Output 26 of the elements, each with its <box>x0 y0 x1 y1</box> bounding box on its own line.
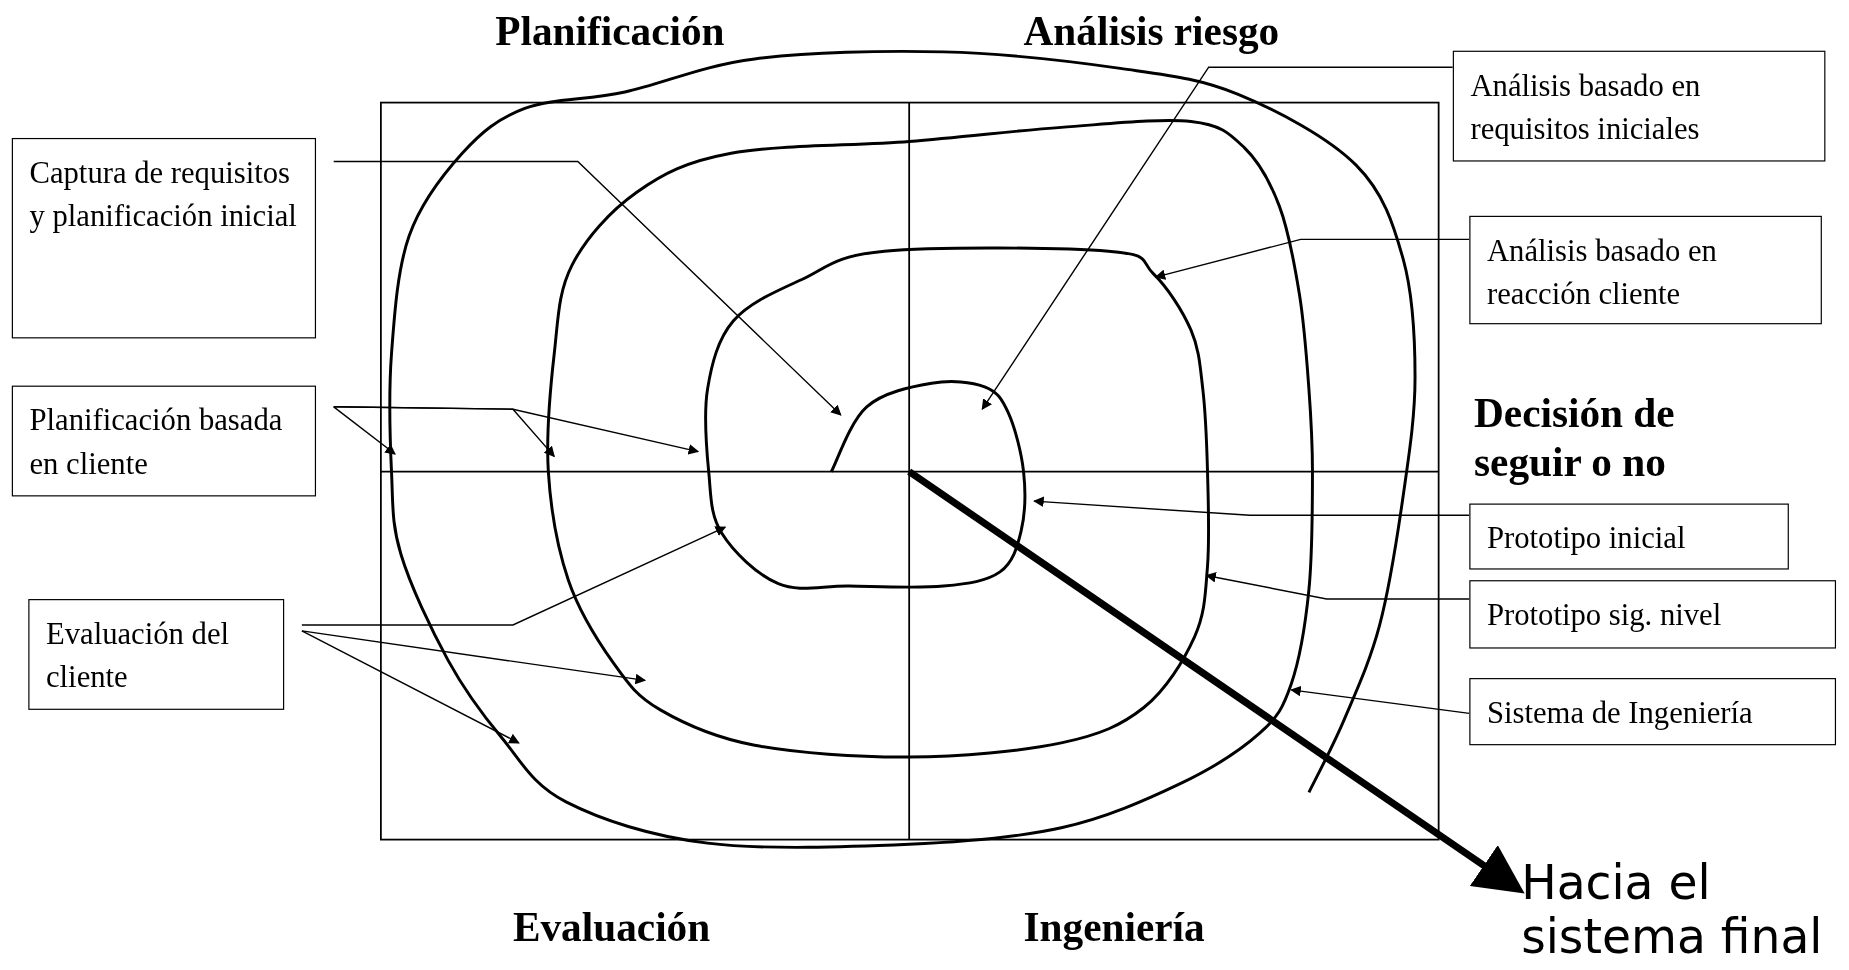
leader-line <box>1290 685 1470 715</box>
leader-line <box>333 406 396 455</box>
quadrant-title: Evaluación <box>512 903 711 953</box>
leader-line <box>1205 572 1470 600</box>
leader-line <box>1033 496 1470 516</box>
quadrant-title: Planificación <box>495 7 725 57</box>
leader-line <box>333 406 700 455</box>
callout-box: Planificación basada en cliente <box>11 385 317 497</box>
leader-line <box>333 160 842 416</box>
callout-box: Prototipo inicial <box>1469 503 1789 570</box>
callout-box: Análisis basado en reacción cliente <box>1469 215 1822 325</box>
quadrant-title: Análisis riesgo <box>1023 7 1280 57</box>
leader-line <box>301 630 520 744</box>
quadrant-title: Decisión de seguir o no <box>1474 389 1676 488</box>
arrow-label: Hacia el sistema final <box>1521 854 1846 964</box>
arrow <box>907 468 1525 894</box>
leader-line <box>301 630 647 685</box>
leader-line <box>1154 238 1470 280</box>
callout-box: Sistema de Ingeniería <box>1469 678 1837 746</box>
leader-line <box>301 526 727 626</box>
callout-box: Evaluación del cliente <box>28 599 285 710</box>
leader-line <box>981 66 1454 411</box>
callout-box: Captura de requisitos y planificación inicial <box>11 137 317 339</box>
callout-box: Prototipo sig. nivel <box>1469 580 1837 649</box>
callout-box: Análisis basado en requisitos iniciales <box>1452 50 1826 162</box>
quadrant-title: Ingeniería <box>1023 903 1205 953</box>
